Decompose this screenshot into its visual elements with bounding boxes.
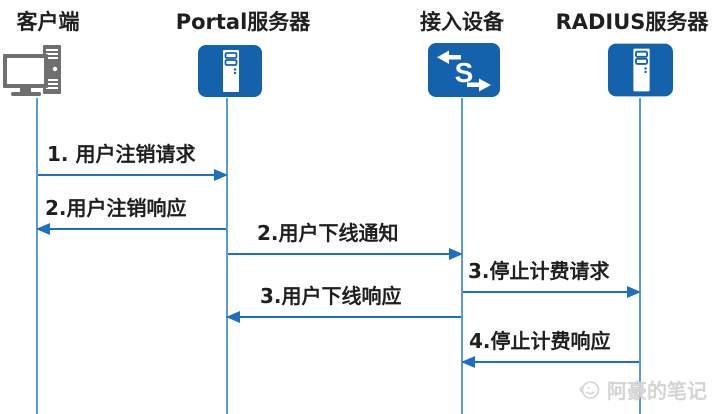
actor-label-radius-server: RADIUS服务器 [555, 10, 709, 34]
sequence-message: 2.用户注销响应 [36, 196, 227, 235]
arrowhead-left-icon [461, 356, 475, 368]
arrowhead-right-icon [214, 169, 228, 181]
lifeline [226, 98, 228, 414]
actor-label-access-device: 接入设备 [420, 10, 504, 34]
arrowhead-right-icon [627, 286, 641, 298]
server-icon [198, 45, 262, 98]
sequence-message: 3.用户下线响应 [226, 284, 462, 323]
lifeline [36, 98, 38, 414]
message-label: 4.停止计费响应 [469, 329, 611, 353]
arrowhead-right-icon [449, 248, 463, 260]
desktop-computer-icon [3, 45, 67, 99]
watermark: 阿豪的笔记 [577, 375, 707, 404]
message-label: 3.用户下线响应 [260, 284, 402, 308]
server-icon [608, 43, 673, 98]
message-label: 3.停止计费请求 [468, 259, 610, 283]
message-label: 1. 用户注销请求 [47, 142, 196, 166]
switch-icon: S [428, 43, 500, 99]
message-label: 2.用户下线通知 [257, 221, 399, 245]
message-line [228, 316, 461, 318]
message-line [228, 253, 461, 255]
sequence-message: 3.停止计费请求 [462, 259, 641, 298]
sequence-message: 1. 用户注销请求 [37, 142, 228, 181]
message-line [38, 174, 226, 176]
arrowhead-left-icon [226, 311, 240, 323]
watermark-text: 阿豪的笔记 [607, 379, 707, 403]
message-line [463, 361, 639, 363]
switch-letter: S [455, 57, 474, 88]
message-line [463, 291, 639, 293]
whale-logo-icon [577, 378, 601, 402]
sequence-message: 4.停止计费响应 [461, 329, 640, 368]
actor-label-portal-server: Portal服务器 [175, 10, 311, 34]
actor-label-client: 客户端 [16, 10, 80, 34]
message-label: 2.用户注销响应 [45, 196, 187, 220]
sequence-message: 2.用户下线通知 [227, 221, 463, 260]
arrowhead-left-icon [36, 223, 50, 235]
message-line [38, 228, 226, 230]
lifeline [639, 98, 641, 414]
